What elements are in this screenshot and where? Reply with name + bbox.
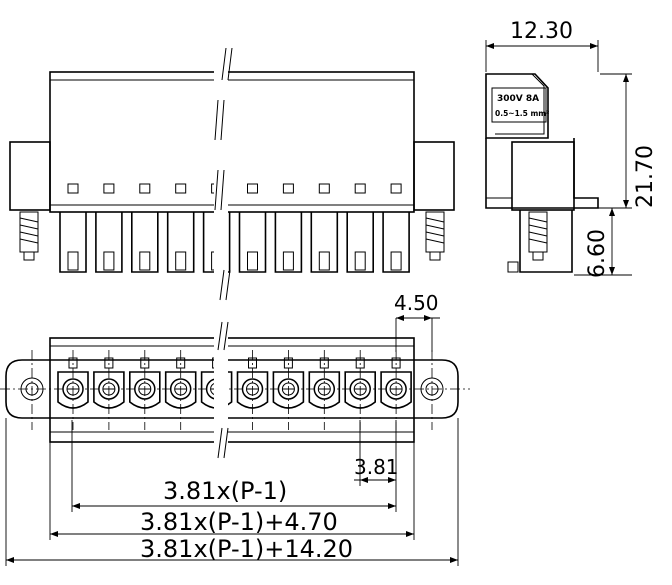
front-left-flange xyxy=(9,141,51,211)
pin xyxy=(382,212,410,273)
pin xyxy=(274,212,303,273)
clamp-window xyxy=(103,183,115,194)
terminal-screw xyxy=(236,350,269,430)
top-body xyxy=(49,337,415,443)
pin xyxy=(310,212,339,273)
dim-side-width: 12.30 xyxy=(510,19,573,44)
dim-side-height: 21.70 xyxy=(633,145,658,208)
pin xyxy=(59,212,87,273)
pin xyxy=(166,212,195,273)
terminal-screw xyxy=(380,350,412,430)
terminal-screw xyxy=(164,350,197,430)
front-view xyxy=(9,47,455,301)
pin xyxy=(238,212,267,273)
clamp-window xyxy=(354,183,366,194)
terminal-screw xyxy=(57,350,89,430)
front-right-screw xyxy=(425,211,445,261)
dim-pitch: 3.81 xyxy=(354,455,399,479)
pin xyxy=(346,212,374,273)
side-upper-body xyxy=(485,73,549,139)
top-flange xyxy=(5,359,459,419)
terminal-screw xyxy=(93,350,125,430)
side-lower-body xyxy=(511,141,575,211)
dim-inner-span: 3.81x(P-1)+4.70 xyxy=(140,508,338,536)
clamp-window xyxy=(67,183,79,194)
clamp-window xyxy=(139,183,151,194)
clamp-window xyxy=(175,183,187,194)
clamp-window xyxy=(247,183,258,194)
terminal-screw xyxy=(344,350,376,430)
front-right-flange xyxy=(413,141,455,211)
front-left-screw xyxy=(19,211,39,261)
clamp-window xyxy=(282,183,294,194)
front-body xyxy=(49,71,415,213)
pin xyxy=(95,212,123,273)
pin xyxy=(131,212,159,273)
top-view: 4.50 3.81 3.81x(P-1) 3.81x(P-1)+4.70 3.8… xyxy=(0,291,470,566)
terminal-screw xyxy=(308,350,341,430)
front-pins xyxy=(59,212,410,273)
front-clamp-windows xyxy=(67,183,402,194)
side-label-rating: 300V 8A xyxy=(497,94,539,104)
terminal-screw xyxy=(272,350,305,430)
dim-flange-offset: 4.50 xyxy=(394,291,439,315)
dim-overall-span: 3.81x(P-1)+14.20 xyxy=(140,535,353,563)
side-label-wire: 0.5~1.5 mm² xyxy=(495,109,549,118)
side-view: 300V 8A 0.5~1.5 mm² 12.30 21.70 6.60 xyxy=(485,19,658,278)
clamp-window xyxy=(390,183,402,194)
dim-pitch-span: 3.81x(P-1) xyxy=(163,477,287,505)
dim-side-lower-height: 6.60 xyxy=(585,229,610,278)
clamp-window xyxy=(318,183,330,194)
terminal-screw xyxy=(129,350,161,430)
